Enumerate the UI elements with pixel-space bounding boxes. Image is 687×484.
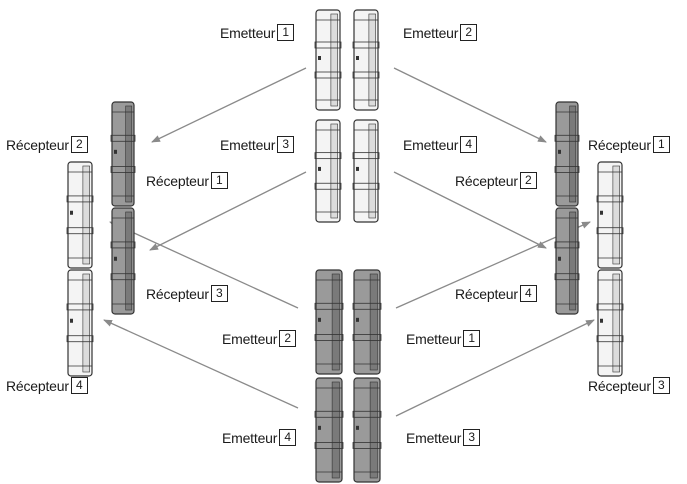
label-text: Récepteur (146, 172, 209, 189)
number-box: 4 (70, 377, 88, 394)
number-box: 1 (652, 136, 670, 153)
arrow-bot4-to-left4 (103, 319, 299, 409)
number-box: 1 (277, 24, 295, 41)
number-box: 4 (519, 285, 537, 302)
label-text: Emetteur (406, 330, 462, 347)
label-text: Récepteur (146, 285, 209, 302)
arrow-top2-to-right1 (393, 67, 547, 143)
left-recepteur-2 (66, 161, 94, 269)
label-text: Emetteur (403, 24, 459, 41)
arrow-top3-to-left3 (149, 171, 307, 251)
number-box: 2 (460, 24, 478, 41)
label-text: Récepteur (6, 377, 69, 394)
number-box: 2 (519, 172, 537, 189)
number-box: 4 (460, 136, 478, 153)
left-recepteur-3 (110, 207, 136, 315)
label-text: Emetteur (403, 136, 459, 153)
number-box: 3 (210, 285, 228, 302)
top-emetteur-4 (352, 119, 380, 223)
top-emetteur-3 (314, 119, 342, 223)
label-text: Récepteur (6, 136, 69, 153)
number-box: 1 (463, 330, 481, 347)
right-recepteur-1 (596, 161, 624, 269)
right-recepteur-3 (596, 269, 624, 377)
label-text: Récepteur (588, 136, 651, 153)
top-emetteur-2 (352, 9, 380, 111)
number-box: 4 (279, 429, 297, 446)
label-text: Récepteur (455, 172, 518, 189)
label-text: Emetteur (406, 429, 462, 446)
bottom-emetteur-1 (352, 269, 382, 375)
beam-arrows (103, 67, 595, 417)
bottom-emetteur-3 (352, 377, 382, 483)
number-box: 2 (70, 136, 88, 153)
number-box: 3 (652, 377, 670, 394)
label-text: Récepteur (588, 377, 651, 394)
label-text: Emetteur (222, 330, 278, 347)
label-text: Emetteur (222, 429, 278, 446)
number-box: 1 (210, 172, 228, 189)
bottom-emetteur-4 (314, 377, 344, 483)
number-box: 3 (463, 429, 481, 446)
number-box: 2 (279, 330, 297, 347)
label-text: Emetteur (220, 136, 276, 153)
label-text: Récepteur (455, 285, 518, 302)
label-text: Emetteur (220, 24, 276, 41)
left-recepteur-1 (110, 101, 136, 207)
arrow-top4-to-right4 (393, 171, 547, 249)
right-recepteur-2 (554, 101, 580, 207)
sensor-units (66, 9, 624, 483)
left-recepteur-4 (66, 269, 94, 377)
arrow-bot3-to-right3 (395, 319, 595, 417)
top-emetteur-1 (314, 9, 342, 111)
number-box: 3 (277, 136, 295, 153)
arrow-bot2-to-left2 (109, 221, 299, 309)
arrow-top1-to-left1 (151, 67, 307, 143)
bottom-emetteur-2 (314, 269, 344, 375)
right-recepteur-4 (554, 207, 580, 315)
